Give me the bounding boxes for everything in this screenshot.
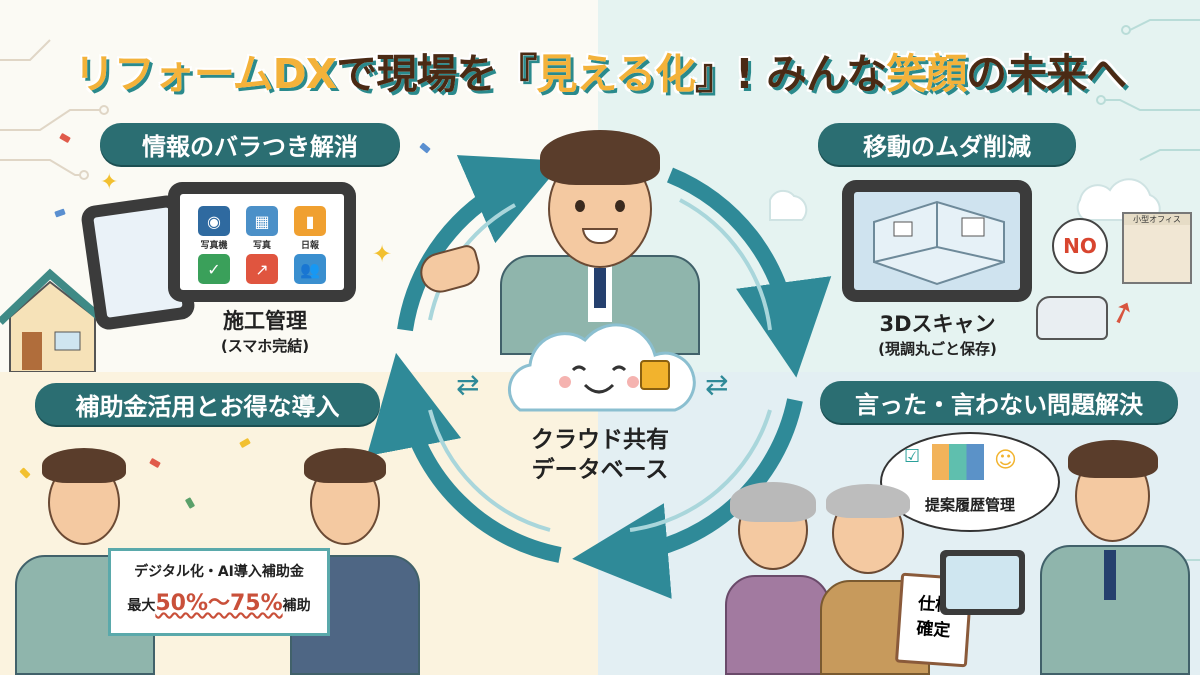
heading-travel-waste: 移動のムダ削減 xyxy=(818,123,1076,165)
title-part-6: の未来へ xyxy=(965,49,1128,99)
color-swatch-icon xyxy=(932,444,984,480)
sync-icon-right: ⇄ xyxy=(705,368,729,401)
app-label: 日報 xyxy=(300,241,319,251)
center-line-1: クラウド共有 xyxy=(531,427,669,453)
office-building-icon: 小型オフィス xyxy=(1122,212,1192,284)
sparkle-icon: ✦ xyxy=(372,240,393,268)
sign-suffix: 補助 xyxy=(282,598,311,614)
sign-line-1: デジタル化・AI導入補助金 xyxy=(134,564,304,580)
caption-sub: (現調丸ごと保存) xyxy=(878,340,997,358)
app-label: 写真 xyxy=(252,241,271,251)
center-caption: クラウド共有 データベース xyxy=(500,425,700,485)
building-sign: 小型オフィス xyxy=(1124,214,1190,225)
subsidy-sign: デジタル化・AI導入補助金 最大50%〜75%補助 xyxy=(108,548,330,636)
caption-main: 3Dスキャン xyxy=(879,312,996,336)
center-line-2: データベース xyxy=(531,457,669,483)
speech-bubble: ☑ ☺ 提案履歴管理 xyxy=(880,432,1060,532)
heading-subsidy: 補助金活用とお得な導入 xyxy=(35,383,380,425)
tablet-app-grid: ◉ ▦ ▮ 写真機 写真 日報 ✓ ↗ 👥 xyxy=(168,182,356,302)
title-part-3: 見える化 xyxy=(535,49,697,99)
title-part-2: で現場を『 xyxy=(335,49,538,99)
sign-range: 50%〜75% xyxy=(155,591,283,616)
sync-icon-left: ⇄ xyxy=(456,368,480,401)
checkbox-icon: ☑ xyxy=(904,446,921,467)
sign-prefix: 最大 xyxy=(127,598,156,614)
sparkle-icon: ✦ xyxy=(100,170,119,195)
heading-said-not-said: 言った・言わない問題解決 xyxy=(820,381,1178,423)
3d-room-scan-icon xyxy=(873,200,1005,286)
title-part-5: 笑顔 xyxy=(885,49,968,99)
tablet-icon xyxy=(940,550,1025,615)
cloud-face-icon xyxy=(507,323,696,412)
main-title: リフォームDXで現場を『見える化』! みんな笑顔の未来へ xyxy=(0,40,1200,100)
clipboard-line-2: 確定 xyxy=(915,618,951,642)
cycle-arrow-bottom-left xyxy=(366,352,562,563)
car-icon xyxy=(1036,296,1108,340)
cycle-arrow-top-right xyxy=(666,167,832,378)
app-label: 写真機 xyxy=(200,241,228,251)
users-icon: 👥 xyxy=(294,254,326,284)
title-part-4: 』! みんな xyxy=(694,49,888,99)
bubble-text: 提案履歴管理 xyxy=(924,496,1015,514)
title-part-1: リフォームDX xyxy=(73,49,338,99)
caption-construction-mgmt: 施工管理 (スマホ完結) xyxy=(170,305,360,356)
caption-main: 施工管理 xyxy=(223,309,307,333)
tablet-3d-scan xyxy=(842,180,1032,302)
lock-icon xyxy=(640,360,670,390)
smile-icon: ☺ xyxy=(994,448,1017,473)
check-icon: ✓ xyxy=(198,254,230,284)
house-icon xyxy=(0,268,108,372)
bar-chart-icon: ▮ xyxy=(294,206,326,236)
caption-3d-scan: 3Dスキャン (現調丸ごと保存) xyxy=(840,308,1035,359)
caption-sub: (スマホ完結) xyxy=(220,337,310,355)
camera-icon: ◉ xyxy=(198,206,230,236)
cycle-arrow-top-left xyxy=(397,155,564,332)
trend-icon: ↗ xyxy=(246,254,278,284)
heading-info-scatter: 情報のバラつき解消 xyxy=(100,123,400,165)
no-speech-bubble: NO xyxy=(1052,218,1108,274)
calendar-icon: ▦ xyxy=(246,206,278,236)
